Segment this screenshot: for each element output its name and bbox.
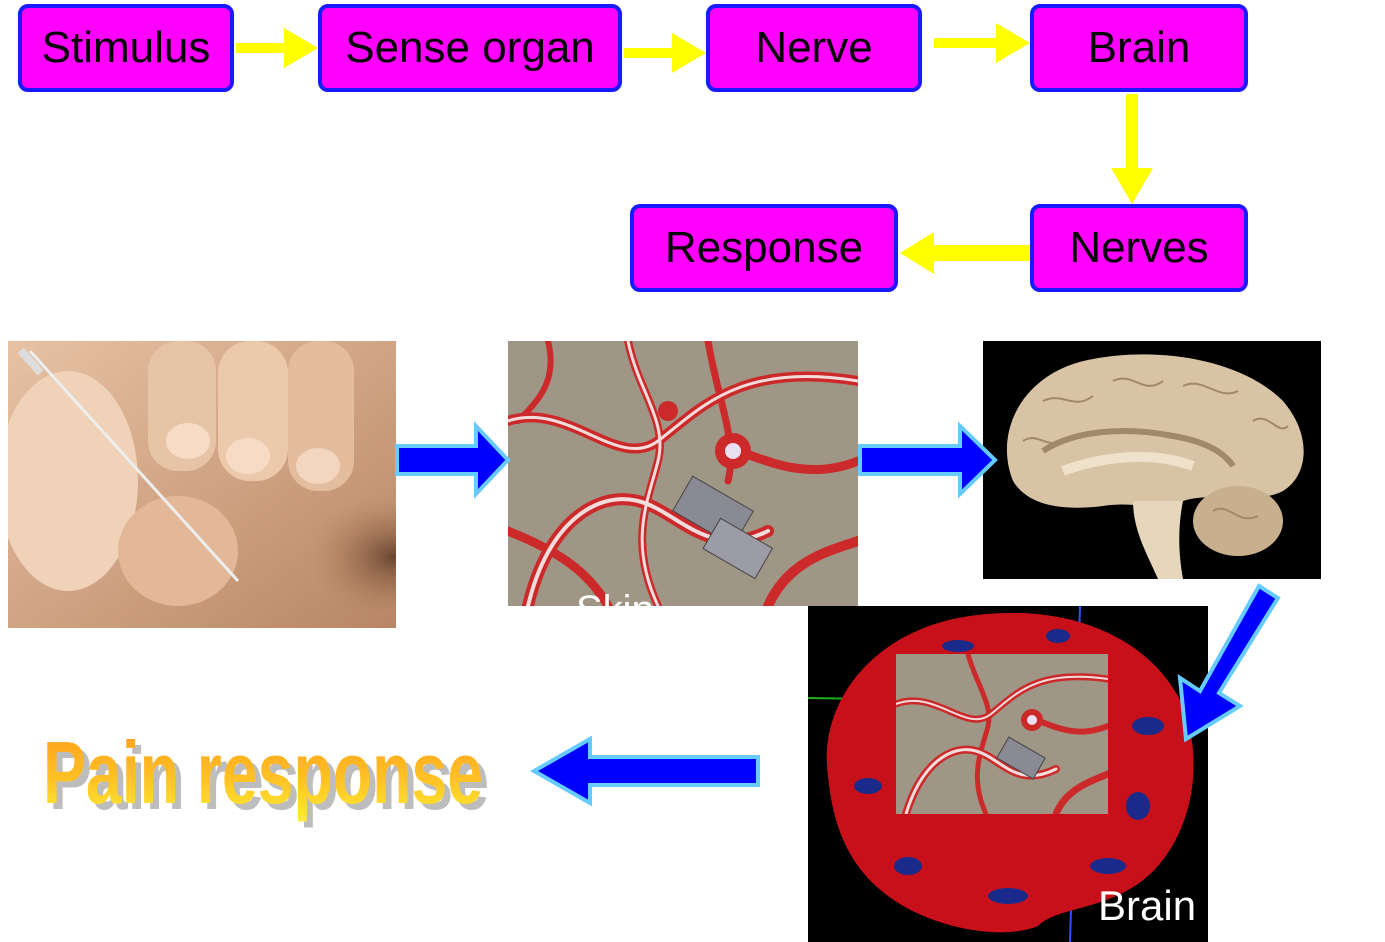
stimulus-box: Stimulus [18,4,234,92]
skin-caption: Skin [576,588,654,606]
neuron-inset-image [896,654,1108,814]
brain-label: Brain [1087,23,1191,72]
stimulus-label: Stimulus [41,23,211,72]
nerve-label: Nerve [755,23,873,72]
needle-finger-photo [8,341,396,628]
sense-organ-box: Sense organ [318,4,622,92]
brain-caption: Brain [1098,882,1197,929]
block-arrow-3 [1177,583,1281,743]
sense-organ-label: Sense organ [345,23,595,72]
brain-sagittal-image [983,341,1321,579]
flow-arrow-3 [934,23,1030,63]
pain-response-shadow: Pain response [49,729,489,828]
response-box: Response [630,204,898,292]
brain-box: Brain [1030,4,1248,92]
skin-neuron-image: Skin [508,341,858,606]
block-arrow-2 [858,421,998,499]
flow-arrow-1 [236,28,318,68]
pain-response-title: Pain response [43,723,483,822]
needle-finger-image [8,341,396,628]
block-arrow-4 [529,735,760,807]
block-arrow-1 [395,420,511,500]
nerve-box: Nerve [706,4,922,92]
flow-arrow-2 [624,33,706,73]
nerves-box: Nerves [1030,204,1248,292]
neuron-illustration [508,341,858,606]
flow-arrow-5 [900,232,1030,274]
neuron-inset-illustration [896,654,1108,814]
nerves-label: Nerves [1069,223,1209,272]
brain-sagittal-photo [983,341,1321,579]
flow-arrow-4 [1111,94,1153,204]
response-label: Response [664,223,864,272]
